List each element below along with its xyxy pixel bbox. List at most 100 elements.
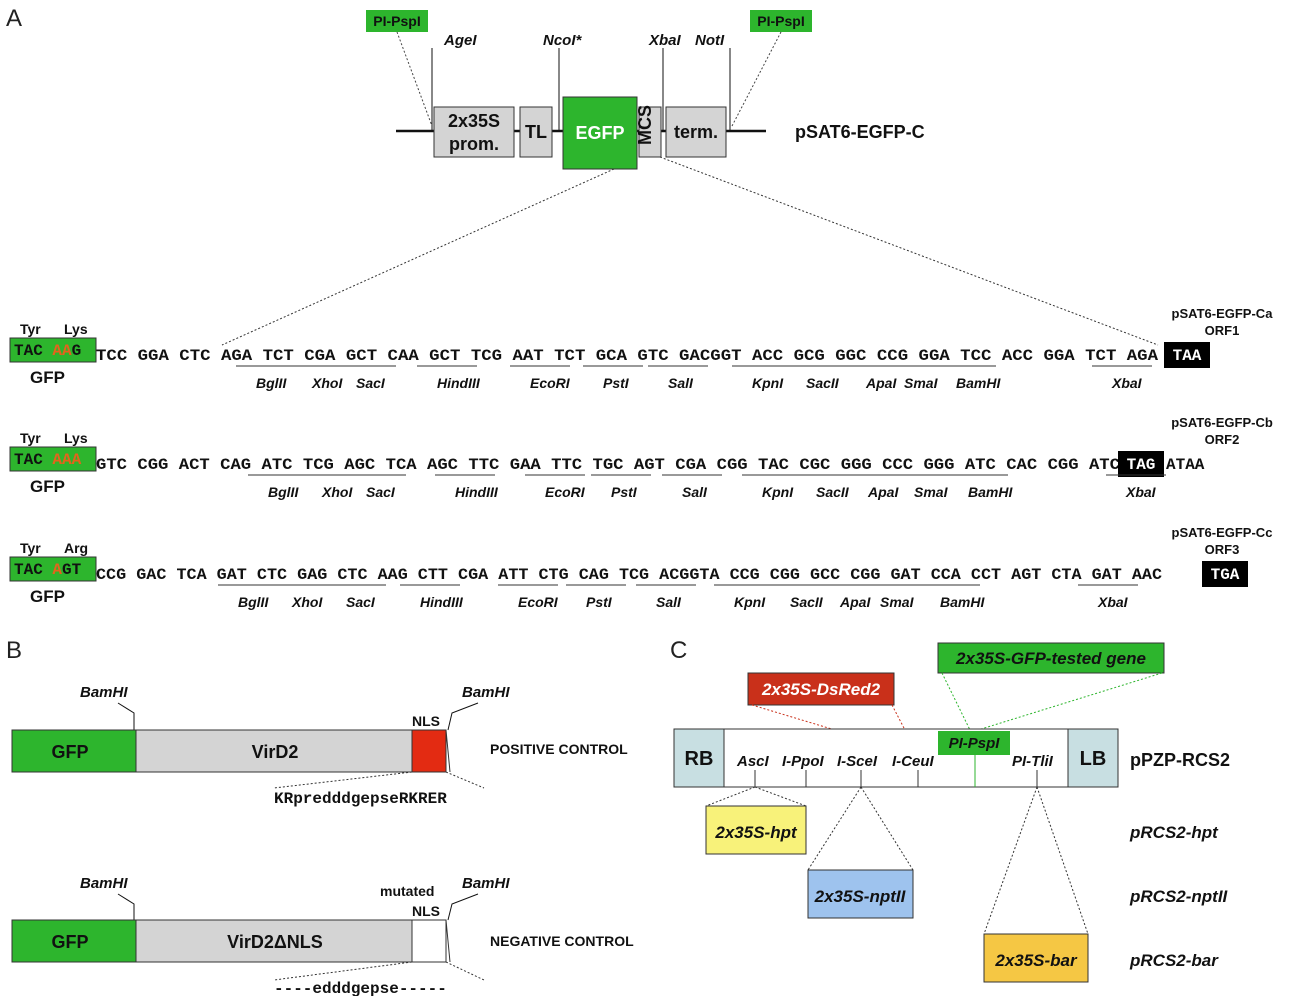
vector-name: pSAT6-EGFP-Ca [1172,306,1274,321]
zoom-line-left [221,168,615,346]
psp-left-label: PI-PspI [373,13,420,29]
lb-box [1067,728,1119,788]
mcs-label: MCS [635,105,655,145]
stop-codon-box [1202,561,1248,587]
neg-bam1-line [117,893,135,920]
neg-gfp-box [11,919,137,963]
p-hpt-label: pRCS2-hpt [1129,823,1219,842]
panel-label-a: A [6,5,22,32]
bar-box [983,933,1089,983]
codon-part-c: GT [62,561,82,579]
restriction-site-label: HindIII [455,484,499,500]
restriction-site-label: SacI [346,594,376,610]
restriction-site-label: PstI [603,375,630,391]
restriction-site-label: SmaI [880,594,915,610]
psp-c-label: PI-PspI [949,735,1001,752]
restriction-site-label: SacII [816,484,850,500]
gfp-codon-text: TAC AAA [14,451,82,469]
p-nptll-label: pRCS2-nptII [1129,887,1229,906]
mcs-sequence: CCG GAC TCA GAT CTC GAG CTC AAG CTT CGA … [96,566,1162,584]
neg-bam1-label: BamHI [80,875,128,892]
neg-control-label: NEGATIVE CONTROL [490,933,634,949]
notl-label: NotI [695,32,725,49]
gfp-label: GFP [30,477,65,496]
pos-bam2-label: BamHI [462,684,510,701]
xbal-label: XbaI [648,32,682,49]
restriction-site-label: KpnI [734,594,766,610]
codon1-label: Tyr [20,430,41,446]
dsred-label: 2x35S-DsRed2 [761,680,881,699]
pos-gfp-label: GFP [51,742,88,762]
codon-part-c: G [72,342,82,360]
promoter-label-1: 2x35S [448,111,500,131]
pos-vir-label: VirD2 [252,742,299,762]
nptll-leader-l [807,786,862,871]
neg-nls-box [411,919,447,963]
plasmid-a-label: pSAT6-EGFP-C [795,122,925,142]
restriction-site-label: SacI [366,484,396,500]
gfp-leader-l [941,672,971,731]
pos-end [445,729,451,773]
gfp-gene-label: 2x35S-GFP-tested gene [955,649,1146,668]
after-stop: ATAA [1166,456,1205,474]
psp-left-leader [396,31,433,127]
restriction-site-label: KpnI [752,375,784,391]
pos-seq: KRpredddgepseRKRER [274,790,447,808]
pos-seq-leader-r [445,771,485,789]
restriction-site-label: SalI [668,375,694,391]
pos-bam2-line [447,702,479,731]
restriction-site-label: SalI [656,594,682,610]
restriction-site-label: HindIII [420,594,464,610]
restriction-site-label: EcoRI [530,375,571,391]
neg-bam2-line [447,893,479,921]
pitlil-label: PI-TliI [1012,753,1054,770]
gfp-codon-box [9,556,97,582]
promoter-label-2: prom. [449,134,499,154]
pos-gfp-box [11,729,137,773]
restriction-site-label: SacII [790,594,824,610]
rcs2-backbone [673,728,1119,788]
restriction-site-label: HindIII [437,375,481,391]
tl-label: TL [525,122,547,142]
neg-vir-box [135,919,413,963]
psp-left-box [366,10,428,32]
codon-part-a: TAC [14,451,52,469]
neg-seq-leader-l [273,961,413,981]
restriction-site-label: EcoRI [518,594,559,610]
stop-codon-box [1118,451,1164,477]
restriction-site-label: ApaI [839,594,871,610]
restriction-site-label: ApaI [865,375,897,391]
restriction-site-label: SmaI [904,375,939,391]
psp-c-box [938,731,1010,755]
rcs2-plasmid-label: pPZP-RCS2 [1130,750,1230,770]
neg-bam2-label: BamHI [462,875,510,892]
psp-right-box [750,10,812,32]
neg-end [445,919,451,963]
vector-name: pSAT6-EGFP-Cb [1171,415,1273,430]
restriction-site-label: SalI [682,484,708,500]
mcs-sequence: TCC GGA CTC AGA TCT CGA GCT CAA GCT TCG … [96,347,1158,365]
restriction-site-label: SmaI [914,484,949,500]
nptll-label: 2x35S-nptII [814,887,907,906]
neg-vir-label: VirD2ΔNLS [227,932,323,952]
neg-seq: ----edddgepse----- [274,980,447,996]
stop-codon: TAG [1127,456,1156,474]
bar-label: 2x35S-bar [994,951,1078,970]
hpt-box [705,805,807,855]
ippol-label: I-PpoI [782,753,824,770]
restriction-site-label: XbaI [1125,484,1157,500]
ncol-label: NcoI* [543,32,583,49]
codon-part-a: TAC [14,342,52,360]
nptll-box [807,869,914,919]
codon1-label: Tyr [20,321,41,337]
mcs-box [638,106,662,158]
neg-seq-leader-r [445,961,485,981]
gfp-label: GFP [30,368,65,387]
panel-label-b: B [6,637,22,664]
pos-nls-label: NLS [412,713,440,729]
gfp-codon-box [9,446,97,472]
iscel-label: I-SceI [837,753,878,770]
orf-label: ORF1 [1205,323,1240,338]
